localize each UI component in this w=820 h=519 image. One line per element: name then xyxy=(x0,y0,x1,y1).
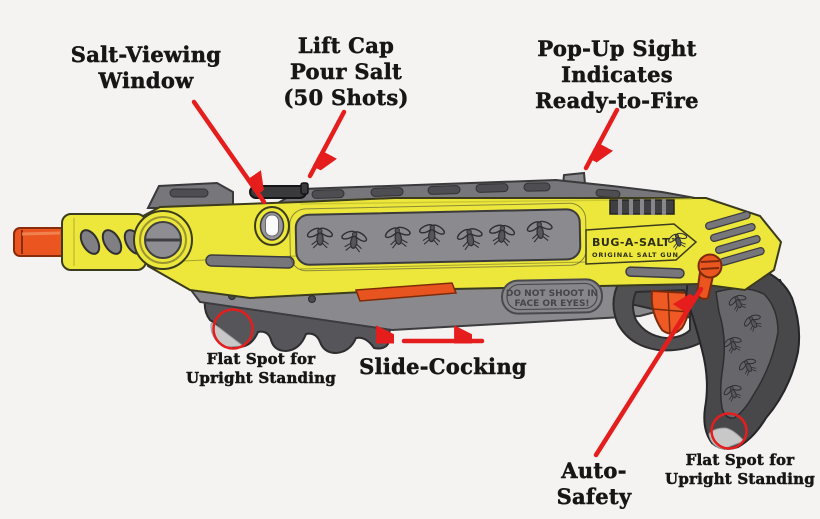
label-line: Slide-Cocking xyxy=(359,354,527,380)
front-sight-slot xyxy=(169,188,209,198)
muzzle-vent xyxy=(79,229,101,255)
label-line: Safety xyxy=(556,484,632,510)
trigger-guard xyxy=(612,276,708,352)
label-line: (50 Shots) xyxy=(283,85,409,111)
arrow-pop-up-sight xyxy=(583,107,620,171)
label-line: Lift Cap xyxy=(297,33,395,59)
label-line: Upright Standing xyxy=(665,470,815,489)
label-pop-up-sight: Pop-Up Sight Indicates Ready-to-Fire xyxy=(517,36,717,114)
body-slot xyxy=(625,266,685,279)
label-lift-cap: Lift Cap Pour Salt (50 Shots) xyxy=(246,33,446,111)
barrel-tip xyxy=(13,227,67,257)
fly-panel xyxy=(289,202,587,272)
label-line: Salt-Viewing xyxy=(70,42,222,68)
screw xyxy=(308,295,316,303)
label-line: Upright Standing xyxy=(186,369,336,388)
label-line: Auto- xyxy=(561,458,627,484)
cocking-stripe xyxy=(354,282,458,302)
front-hub xyxy=(133,210,193,270)
gun-illustration: BUG-A-SALT™ ORIGINAL SALT GUN DO NOT SHO… xyxy=(13,171,801,450)
annotation-arrows xyxy=(191,99,748,458)
label-line: Ready-to-Fire xyxy=(535,88,699,114)
label-line: Flat Spot for xyxy=(685,451,795,470)
label-line: Window xyxy=(98,68,194,94)
warning-line2: FACE OR EYES! xyxy=(514,299,589,309)
body-slot xyxy=(205,254,295,269)
label-auto-safety: Auto- Safety xyxy=(494,458,694,510)
arrow-lift-cap xyxy=(307,109,347,179)
circle-flat-spot-right xyxy=(710,412,748,450)
warning-label: DO NOT SHOOT IN FACE OR EYES! xyxy=(501,278,604,315)
brand-text: BUG-A-SALT™ xyxy=(592,236,682,249)
brand-subtext: ORIGINAL SALT GUN xyxy=(592,251,679,259)
stock-fins xyxy=(705,211,765,266)
arrow-salt-viewing-window xyxy=(191,99,267,205)
brand-plate: BUG-A-SALT™ ORIGINAL SALT GUN xyxy=(585,223,698,265)
label-slide-cocking: Slide-Cocking xyxy=(343,354,543,380)
arrow-auto-safety xyxy=(593,286,704,458)
rear-rail-teeth xyxy=(609,199,675,215)
warning-line1: DO NOT SHOOT IN xyxy=(506,289,598,299)
label-line: Indicates xyxy=(561,62,673,88)
muzzle-vent xyxy=(101,229,123,255)
salt-viewing-window xyxy=(254,206,290,246)
label-line: Pour Salt xyxy=(289,59,403,85)
label-line: Pop-Up Sight xyxy=(537,36,697,62)
label-line: Flat Spot for xyxy=(206,350,316,369)
circle-flat-spot-left xyxy=(212,308,254,350)
label-flat-spot-right: Flat Spot for Upright Standing xyxy=(640,451,820,489)
label-salt-viewing-window: Salt-Viewing Window xyxy=(46,42,246,94)
pistol-grip xyxy=(684,265,801,450)
label-flat-spot-left: Flat Spot for Upright Standing xyxy=(161,350,361,388)
